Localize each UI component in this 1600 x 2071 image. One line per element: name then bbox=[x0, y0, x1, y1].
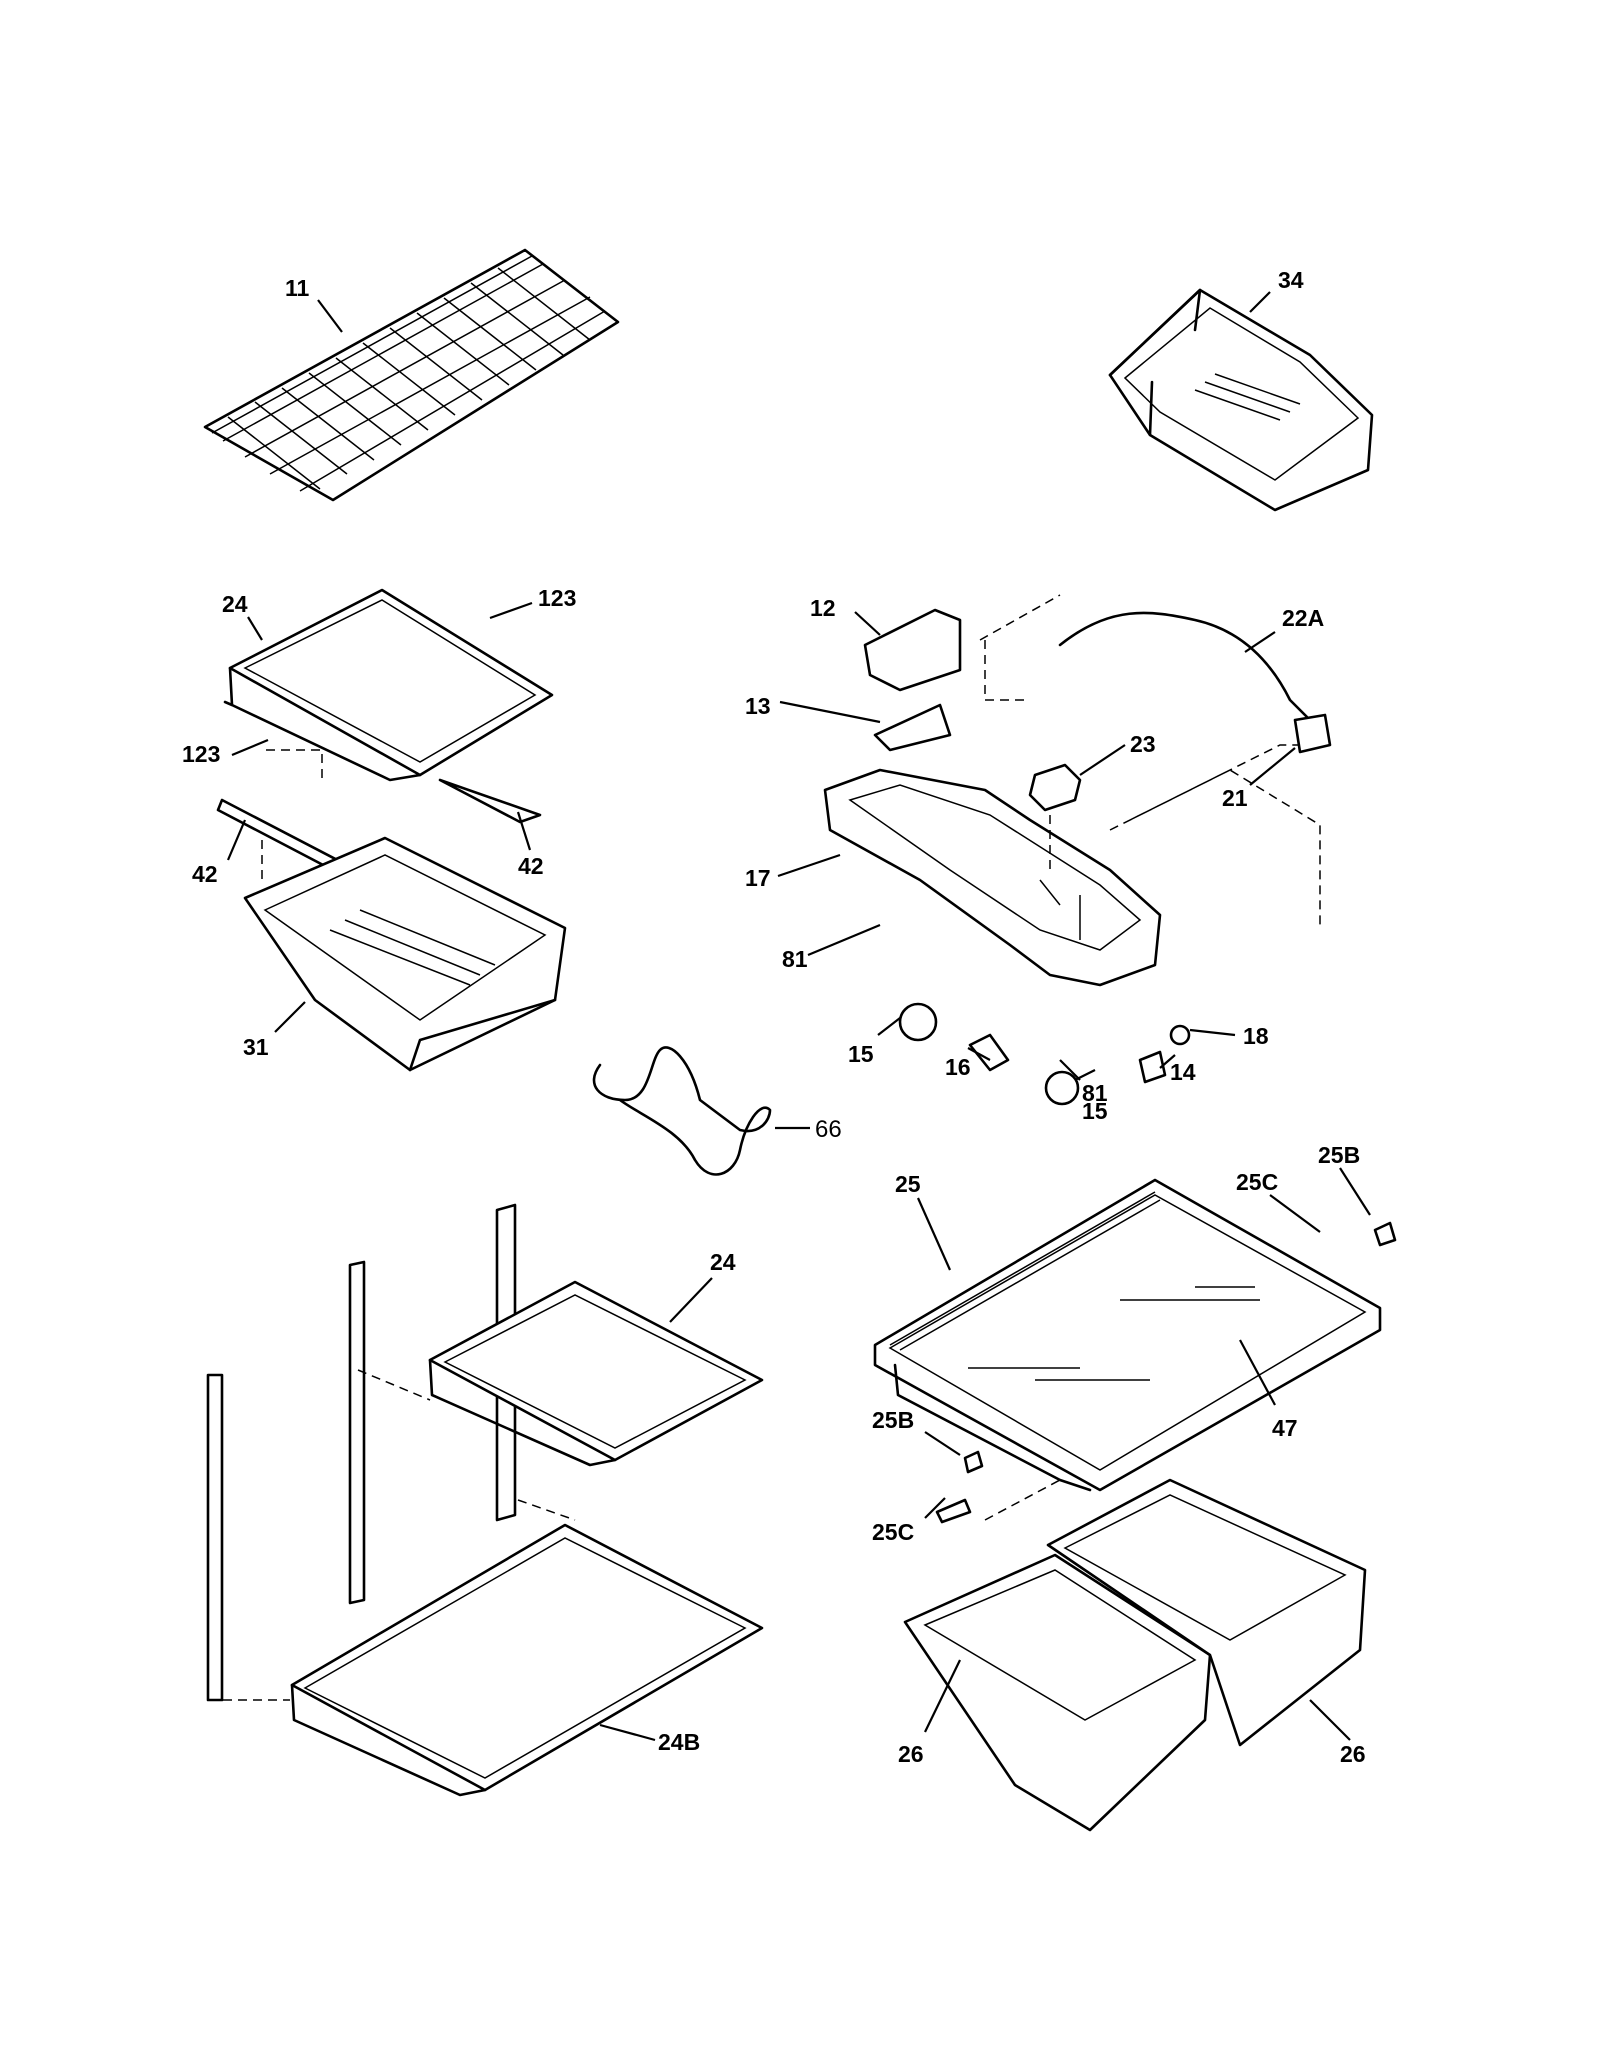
callout-25B-top: 25B bbox=[1318, 1142, 1360, 1168]
part-23-body bbox=[1028, 763, 1082, 812]
dispenser-housing-part-17 bbox=[823, 608, 1162, 987]
callout-81-left: 81 bbox=[782, 946, 808, 972]
part-13-body bbox=[873, 703, 952, 752]
part-21-body bbox=[1293, 713, 1332, 754]
callout-18: 18 bbox=[1243, 1023, 1269, 1049]
callout-21: 21 bbox=[1222, 785, 1248, 811]
bulb-part-15-left bbox=[898, 1002, 938, 1042]
glass-shelf-part-24-mid bbox=[428, 1280, 764, 1467]
callout-42-left: 42 bbox=[192, 861, 218, 887]
callout-81-right: 81 bbox=[1082, 1080, 1108, 1106]
callout-25C-left: 25C bbox=[872, 1519, 914, 1545]
switch-part-14 bbox=[1138, 1050, 1167, 1084]
crisper-drawer-part-26-left bbox=[903, 1553, 1212, 1832]
bulb-part-15-right bbox=[1044, 1070, 1080, 1106]
callout-47: 47 bbox=[1272, 1415, 1298, 1441]
small-parts-lighting bbox=[898, 1002, 1191, 1106]
shelf-ladder-rails bbox=[206, 1203, 517, 1702]
wire-part-66 bbox=[592, 1046, 772, 1176]
callout-14: 14 bbox=[1170, 1059, 1196, 1085]
callout-66: 66 bbox=[815, 1116, 842, 1143]
ice-bin-part-34 bbox=[1108, 288, 1374, 512]
callout-24B: 24B bbox=[658, 1729, 700, 1755]
plug-part-18 bbox=[1169, 1024, 1191, 1046]
crisper-drawer-part-31 bbox=[243, 836, 567, 1072]
callout-11: 11 bbox=[285, 275, 310, 301]
callout-15-right: 15 bbox=[1082, 1098, 1108, 1124]
glass-shelf-part-24B bbox=[290, 1523, 764, 1797]
callout-42-right: 42 bbox=[518, 853, 544, 879]
callout-16: 16 bbox=[945, 1054, 971, 1080]
callout-26-left: 26 bbox=[898, 1741, 924, 1767]
callout-34: 34 bbox=[1278, 267, 1304, 293]
callout-26-right: 26 bbox=[1340, 1741, 1366, 1767]
callout-24-top: 24 bbox=[222, 591, 248, 617]
crisper-cover-clips-part-25B-25C bbox=[935, 1221, 1397, 1524]
callout-123-left: 123 bbox=[182, 741, 220, 767]
leader-lines bbox=[226, 291, 1371, 1742]
callout-123-top: 123 bbox=[538, 585, 576, 611]
wire-harness-part-22A bbox=[1028, 611, 1332, 812]
callout-25B-left: 25B bbox=[872, 1407, 914, 1433]
callout-17: 17 bbox=[745, 865, 771, 891]
callout-25: 25 bbox=[895, 1171, 921, 1197]
socket-part-16 bbox=[968, 1033, 1010, 1072]
callout-31: 31 bbox=[243, 1034, 269, 1060]
callout-labels: 11 34 24 123 123 42 42 31 12 22A 13 23 2… bbox=[182, 267, 1366, 1767]
wire-shelf-part-11 bbox=[203, 248, 620, 502]
callout-23: 23 bbox=[1130, 731, 1156, 757]
glass-shelf-part-24-top bbox=[223, 588, 554, 824]
callout-12: 12 bbox=[810, 595, 836, 621]
callout-25C-top: 25C bbox=[1236, 1169, 1278, 1195]
callout-15-left: 15 bbox=[848, 1041, 874, 1067]
callout-24-mid: 24 bbox=[710, 1249, 736, 1275]
assembly-dash-lines bbox=[208, 594, 1321, 1701]
crisper-drawer-part-26-right bbox=[1046, 1478, 1367, 1747]
crisper-cover-part-25 bbox=[873, 1178, 1382, 1492]
callout-22A: 22A bbox=[1282, 605, 1324, 631]
callout-13: 13 bbox=[745, 693, 771, 719]
part-12-body bbox=[863, 608, 962, 692]
